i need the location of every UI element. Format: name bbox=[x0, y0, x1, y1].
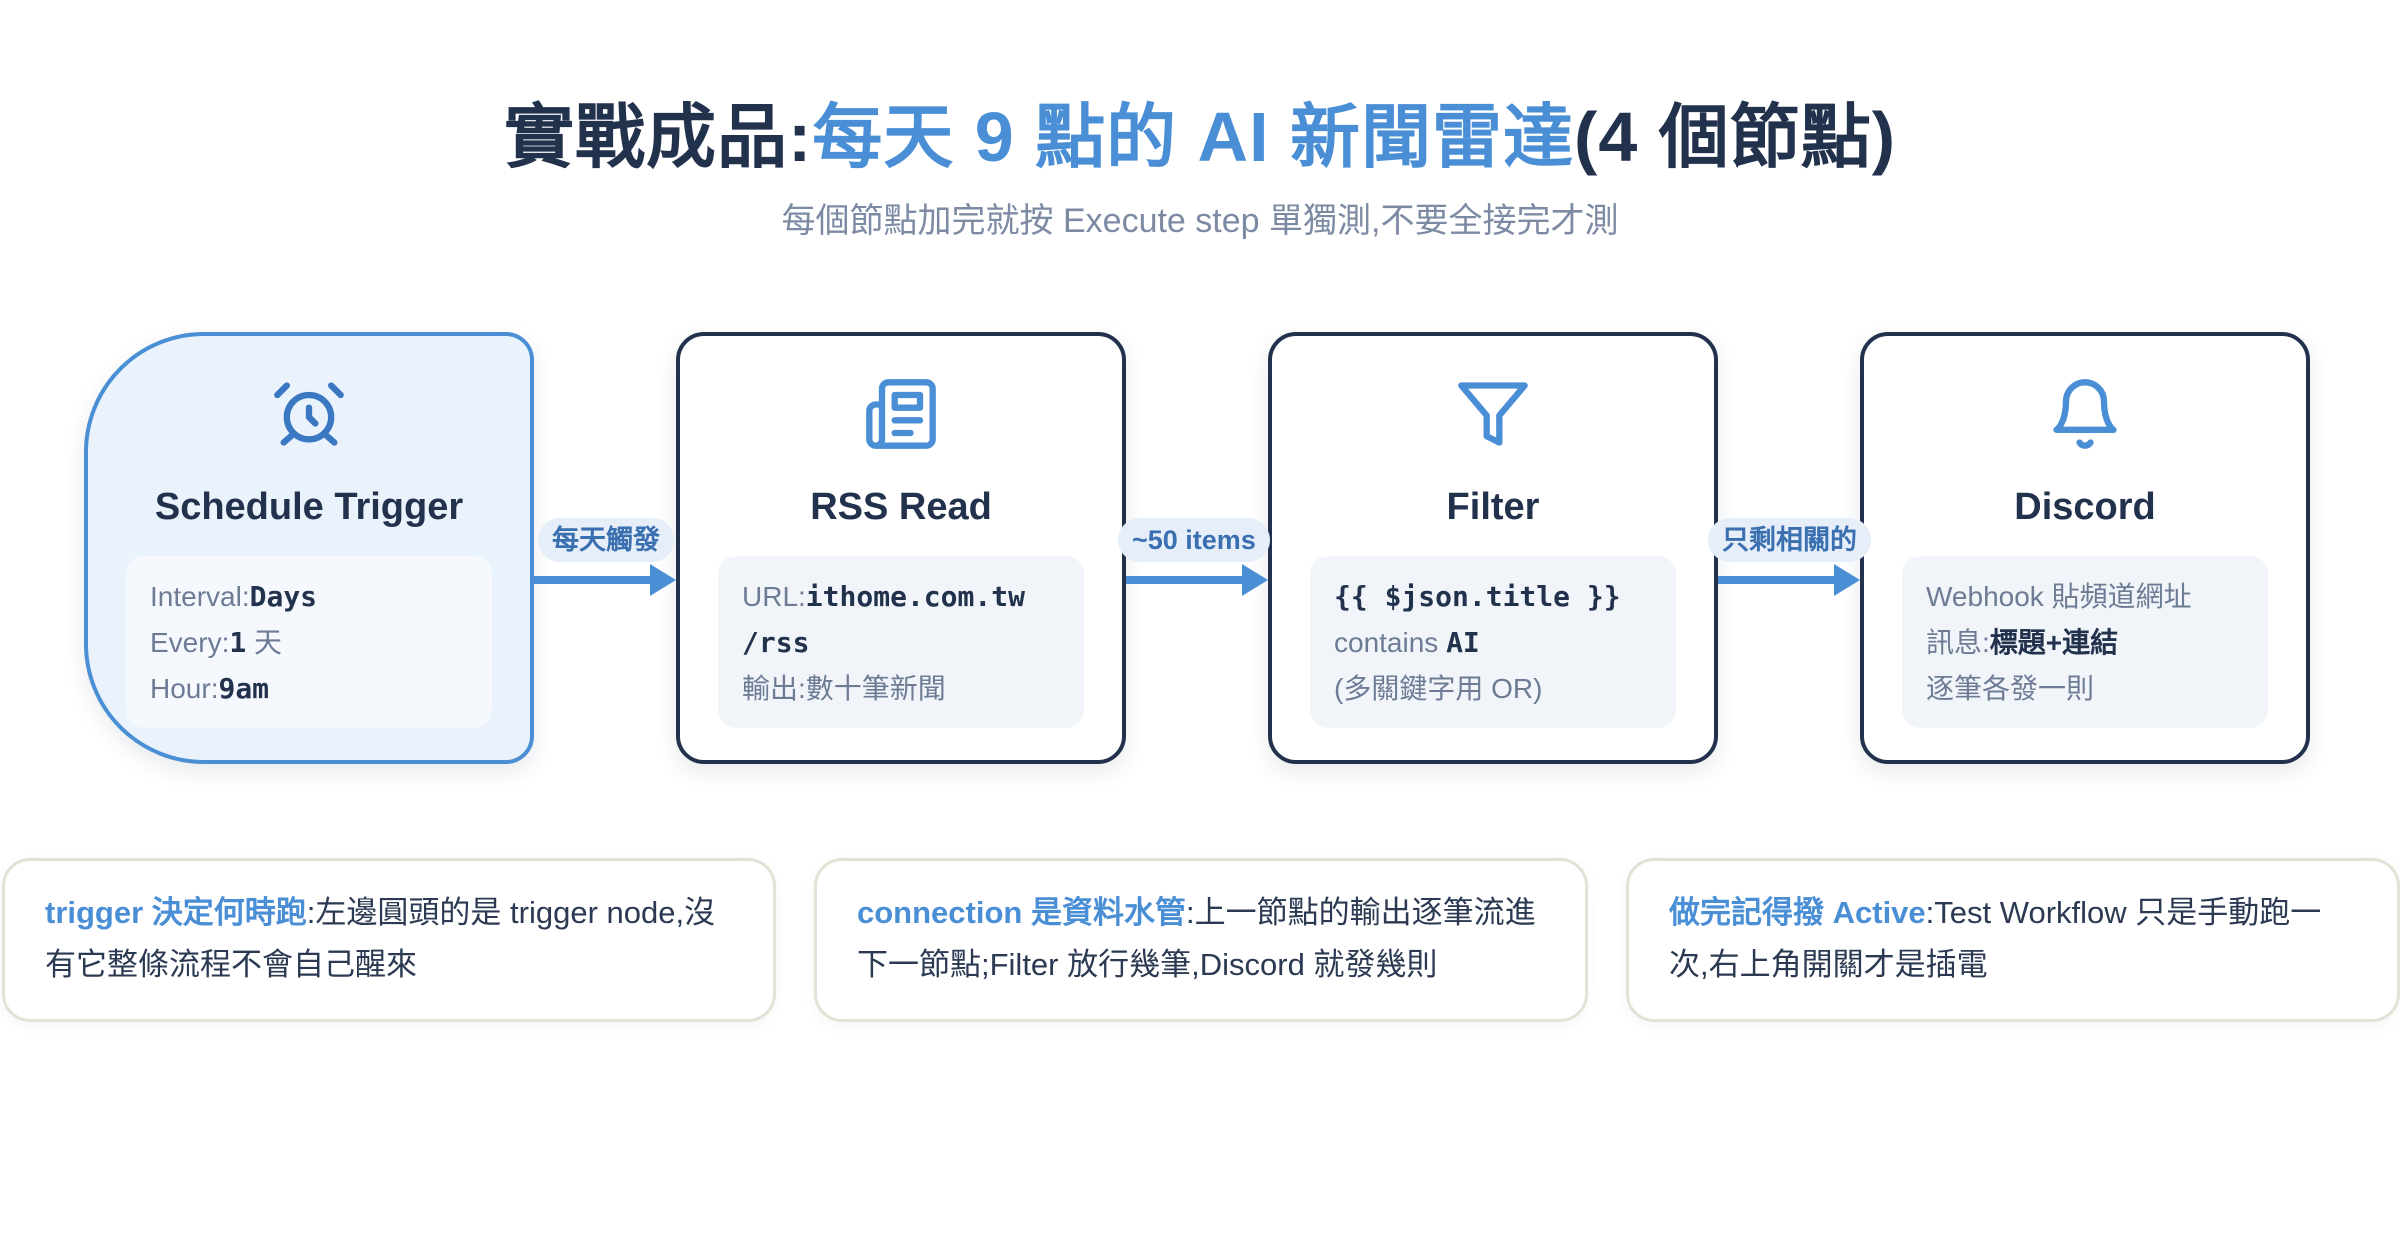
detail-value: AI bbox=[1446, 626, 1480, 659]
connection-arrow bbox=[1718, 564, 1860, 596]
edge-label: 每天觸發 bbox=[538, 518, 674, 562]
detail-value: 標題+連結 bbox=[1989, 627, 2119, 658]
detail-label: Interval: bbox=[150, 581, 250, 612]
detail-line: contains AI bbox=[1334, 620, 1652, 666]
title-prefix: 實戰成品: bbox=[503, 98, 813, 176]
detail-label: Webhook 貼頻道網址 bbox=[1926, 581, 2192, 612]
detail-line: Hour:9am bbox=[150, 666, 468, 712]
detail-label: Hour: bbox=[150, 673, 219, 704]
detail-line: (多關鍵字用 OR) bbox=[1334, 666, 1652, 712]
detail-value: ithome.com.tw bbox=[805, 580, 1025, 613]
newspaper-icon bbox=[866, 379, 936, 449]
node-rss-read[interactable]: RSS Read URL:ithome.com.tw /rss 輸出:數十筆新聞 bbox=[676, 332, 1126, 764]
detail-line: 逐筆各發一則 bbox=[1926, 666, 2244, 712]
detail-label: 訊息: bbox=[1926, 627, 1990, 658]
alarm-clock-icon bbox=[274, 382, 344, 446]
detail-line: Webhook 貼頻道網址 bbox=[1926, 574, 2244, 620]
node-name: Filter bbox=[1446, 486, 1540, 528]
detail-line: 訊息:標題+連結 bbox=[1926, 620, 2244, 666]
detail-line: Interval:Days bbox=[150, 574, 468, 620]
detail-value: {{ $json.title }} bbox=[1334, 580, 1621, 613]
node-schedule-trigger[interactable]: Schedule Trigger Interval:Days Every:1 天… bbox=[84, 332, 534, 764]
detail-label: 輸出:數十筆新聞 bbox=[742, 673, 946, 704]
funnel-icon bbox=[1458, 382, 1528, 446]
detail-label: (多關鍵字用 OR) bbox=[1334, 673, 1543, 704]
edge-label: 只剩相關的 bbox=[1708, 518, 1871, 562]
tip-card: trigger 決定何時跑:左邊圓頭的是 trigger node,沒有它整條流… bbox=[2, 858, 776, 1022]
bell-icon bbox=[2053, 379, 2117, 449]
detail-label: Every: bbox=[150, 627, 230, 658]
arrow-head bbox=[1242, 564, 1268, 596]
connection-arrow bbox=[1126, 564, 1268, 596]
tip-body: :上一節點的輸出逐筆流進下一節點;Filter 放行幾筆,Discord 就發幾… bbox=[857, 895, 1536, 982]
detail-value: Days bbox=[249, 580, 318, 613]
title-suffix: (4 個節點) bbox=[1574, 98, 1897, 176]
node-detail: URL:ithome.com.tw /rss 輸出:數十筆新聞 bbox=[718, 556, 1084, 728]
node-filter[interactable]: Filter {{ $json.title }} contains AI (多關… bbox=[1268, 332, 1718, 764]
connection-arrow bbox=[534, 564, 676, 596]
tip-body: :左邊圓頭的是 trigger node,沒有它整條流程不會自己醒來 bbox=[45, 895, 716, 982]
arrow-head bbox=[1834, 564, 1860, 596]
detail-label: 逐筆各發一則 bbox=[1926, 673, 2095, 704]
node-discord[interactable]: Discord Webhook 貼頻道網址 訊息:標題+連結 逐筆各發一則 bbox=[1860, 332, 2310, 764]
detail-line: {{ $json.title }} bbox=[1334, 574, 1652, 620]
arrow-head bbox=[650, 564, 676, 596]
node-name: RSS Read bbox=[810, 486, 992, 528]
edge-label: ~50 items bbox=[1118, 518, 1270, 562]
detail-line: 輸出:數十筆新聞 bbox=[742, 666, 1060, 712]
detail-line: URL:ithome.com.tw bbox=[742, 574, 1060, 620]
node-detail: Interval:Days Every:1 天 Hour:9am bbox=[126, 556, 492, 728]
tip-card: 做完記得撥 Active:Test Workflow 只是手動跑一次,右上角開關… bbox=[1626, 858, 2400, 1022]
detail-value: 1 bbox=[229, 626, 247, 659]
tip-card: connection 是資料水管:上一節點的輸出逐筆流進下一節點;Filter … bbox=[814, 858, 1588, 1022]
detail-label: URL: bbox=[742, 581, 806, 612]
detail-suffix: 天 bbox=[246, 627, 282, 658]
node-name: Discord bbox=[2014, 486, 2156, 528]
node-name: Schedule Trigger bbox=[154, 486, 464, 528]
page-title: 實戰成品:每天 9 點的 AI 新聞雷達(4 個節點) bbox=[0, 92, 2400, 182]
page-subtitle: 每個節點加完就按 Execute step 單獨測,不要全接完才測 bbox=[781, 202, 1619, 240]
tip-head: 做完記得撥 Active bbox=[1669, 895, 1926, 930]
detail-label: contains bbox=[1334, 627, 1447, 658]
tip-body: :Test Workflow 只是手動跑一次,右上角開關才是插電 bbox=[1669, 895, 2322, 982]
node-detail: {{ $json.title }} contains AI (多關鍵字用 OR) bbox=[1310, 556, 1676, 728]
tip-head: connection 是資料水管 bbox=[857, 895, 1186, 930]
detail-line: /rss bbox=[742, 620, 1060, 666]
detail-value: /rss bbox=[742, 626, 810, 659]
tip-head: trigger 決定何時跑 bbox=[45, 895, 307, 930]
title-accent: 每天 9 點的 AI 新聞雷達 bbox=[812, 98, 1575, 176]
detail-line: Every:1 天 bbox=[150, 620, 468, 666]
detail-value: 9am bbox=[218, 672, 270, 705]
node-detail: Webhook 貼頻道網址 訊息:標題+連結 逐筆各發一則 bbox=[1902, 556, 2268, 728]
